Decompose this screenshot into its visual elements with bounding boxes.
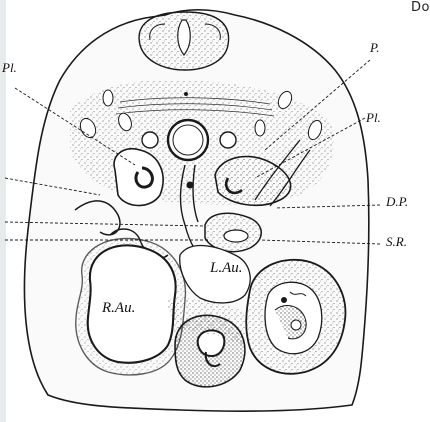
label-lau: L.Au. <box>210 260 243 277</box>
label-pl-left: Pl. <box>2 60 17 76</box>
label-p: P. <box>370 40 380 56</box>
aorta <box>168 120 208 160</box>
label-rau: R.Au. <box>102 300 135 317</box>
label-pl-right: Pl. <box>366 110 381 126</box>
label-sr: S.R. <box>386 234 407 250</box>
label-dp: D.P. <box>386 194 408 210</box>
header-text: Do <box>411 0 430 15</box>
